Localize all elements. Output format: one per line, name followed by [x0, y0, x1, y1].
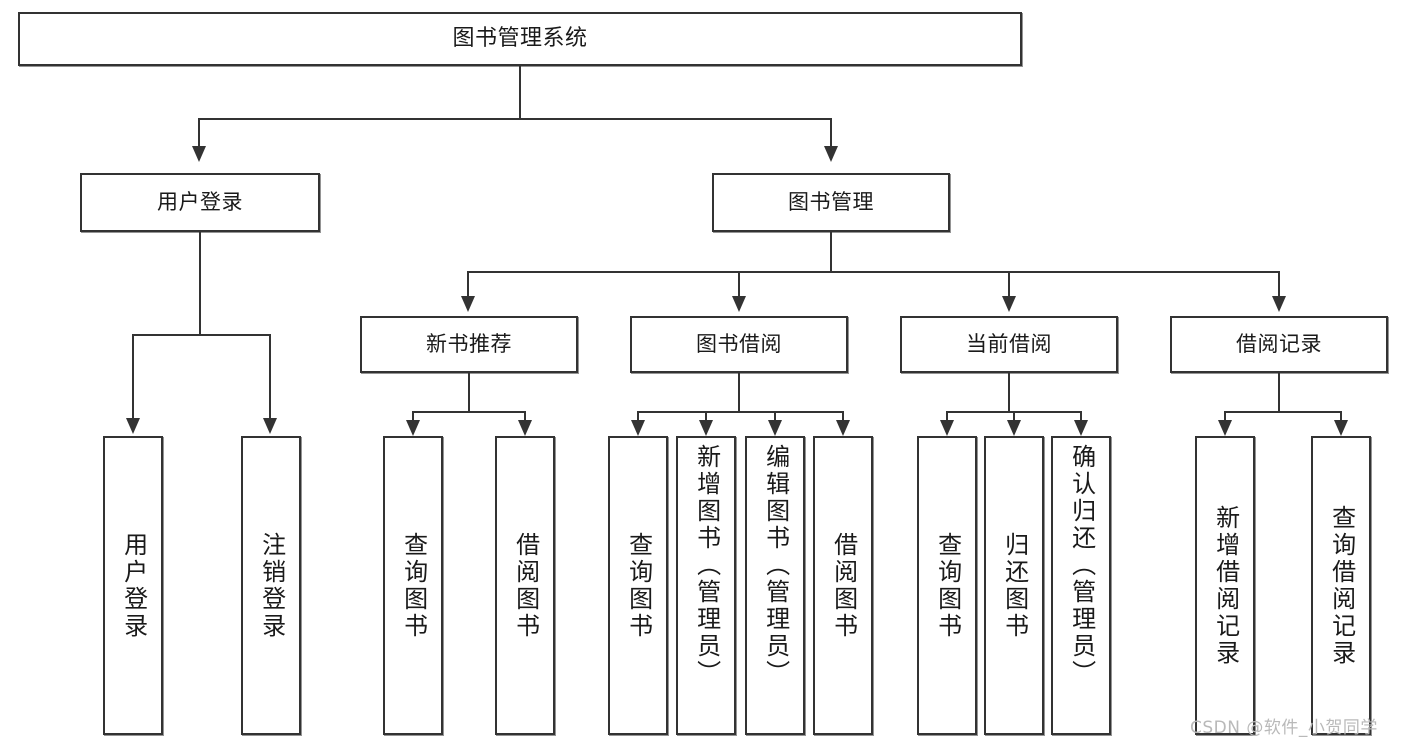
node-label: 借阅记录 — [1236, 332, 1322, 357]
connector-user-login-stem — [199, 232, 201, 335]
arrowhead-new-book-child-1 — [406, 420, 420, 436]
leaf-current-borrow-return-book[interactable]: 归还图书 — [984, 436, 1044, 735]
leaf-new-book-borrow-book[interactable]: 借阅图书 — [495, 436, 555, 735]
connector-level3-bar — [467, 271, 1280, 273]
leaf-book-borrow-borrow-book[interactable]: 借阅图书 — [813, 436, 873, 735]
leaf-user-login-login[interactable]: 用户登录 — [103, 436, 163, 735]
arrowhead-to-current-borrow — [1002, 296, 1016, 312]
node-label: 新书推荐 — [426, 332, 512, 357]
leaf-label: 确认归还（管理员） — [1067, 444, 1096, 687]
connector-user-login-bar — [132, 334, 269, 336]
leaf-label: 注销登录 — [257, 531, 286, 640]
leaf-label: 查询图书 — [624, 531, 653, 640]
connector-new-book-stem — [468, 373, 470, 412]
node-root-system[interactable]: 图书管理系统 — [18, 12, 1022, 66]
node-label: 图书管理 — [788, 190, 874, 215]
connector-borrow-record-child-2 — [1340, 411, 1342, 423]
arrowhead-current-borrow-child-1 — [940, 420, 954, 436]
leaf-book-borrow-edit-book[interactable]: 编辑图书（管理员） — [745, 436, 805, 735]
leaf-label: 查询图书 — [399, 531, 428, 640]
leaf-new-book-query-book[interactable]: 查询图书 — [383, 436, 443, 735]
leaf-label: 查询图书 — [933, 531, 962, 640]
connector-book-borrow-child-2 — [705, 411, 707, 423]
arrowhead-book-borrow-child-2 — [699, 420, 713, 436]
arrowhead-to-borrow-record — [1272, 296, 1286, 312]
connector-to-user-login — [198, 118, 200, 148]
leaf-user-login-logout[interactable]: 注销登录 — [241, 436, 301, 735]
arrowhead-borrow-record-child-1 — [1218, 420, 1232, 436]
connector-user-login-child-2 — [269, 334, 271, 420]
node-label: 当前借阅 — [966, 332, 1052, 357]
connector-current-borrow-child-3 — [1080, 411, 1082, 423]
connector-borrow-record-stem — [1278, 373, 1280, 412]
connector-borrow-record-bar — [1224, 411, 1342, 413]
connector-book-borrow-child-3 — [774, 411, 776, 423]
connector-to-book-borrow — [738, 271, 740, 298]
node-new-book-recommend[interactable]: 新书推荐 — [360, 316, 578, 373]
node-book-management[interactable]: 图书管理 — [712, 173, 950, 232]
connector-to-new-book — [467, 271, 469, 298]
connector-to-current-borrow — [1008, 271, 1010, 298]
connector-to-book-manage — [830, 118, 832, 148]
leaf-label: 归还图书 — [1000, 531, 1029, 640]
leaf-book-borrow-query-book[interactable]: 查询图书 — [608, 436, 668, 735]
node-label: 图书借阅 — [696, 332, 782, 357]
connector-current-borrow-child-1 — [946, 411, 948, 423]
connector-book-borrow-bar — [637, 411, 844, 413]
arrowhead-user-login-child-1 — [126, 418, 140, 434]
leaf-label: 借阅图书 — [511, 531, 540, 640]
leaf-current-borrow-confirm-return[interactable]: 确认归还（管理员） — [1051, 436, 1111, 735]
node-borrow-record[interactable]: 借阅记录 — [1170, 316, 1388, 373]
connector-new-book-child-2 — [524, 411, 526, 423]
connector-book-borrow-child-4 — [842, 411, 844, 423]
leaf-label: 新增借阅记录 — [1211, 504, 1240, 667]
connector-book-borrow-child-1 — [637, 411, 639, 423]
arrowhead-to-user-login — [192, 146, 206, 162]
arrowhead-book-borrow-child-1 — [631, 420, 645, 436]
leaf-label: 查询借阅记录 — [1327, 504, 1356, 667]
node-label: 图书管理系统 — [452, 26, 588, 52]
connector-new-book-child-1 — [412, 411, 414, 423]
leaf-label: 编辑图书（管理员） — [761, 444, 790, 687]
leaf-label: 借阅图书 — [829, 531, 858, 640]
leaf-label: 用户登录 — [119, 531, 148, 640]
connector-book-borrow-stem — [738, 373, 740, 412]
connector-borrow-record-child-1 — [1224, 411, 1226, 423]
connector-level2-bar — [198, 118, 832, 120]
connector-current-borrow-child-2 — [1013, 411, 1015, 423]
leaf-borrow-record-add-record[interactable]: 新增借阅记录 — [1195, 436, 1255, 735]
arrowhead-book-borrow-child-3 — [768, 420, 782, 436]
connector-user-login-child-1 — [132, 334, 134, 420]
connector-book-manage-stem — [830, 232, 832, 272]
arrowhead-user-login-child-2 — [263, 418, 277, 434]
node-user-login[interactable]: 用户登录 — [80, 173, 320, 232]
arrowhead-borrow-record-child-2 — [1334, 420, 1348, 436]
node-current-borrow[interactable]: 当前借阅 — [900, 316, 1118, 373]
connector-root-stem — [519, 66, 521, 118]
arrowhead-current-borrow-child-2 — [1007, 420, 1021, 436]
connector-current-borrow-stem — [1008, 373, 1010, 412]
leaf-label: 新增图书（管理员） — [692, 444, 721, 687]
connector-to-borrow-record — [1278, 271, 1280, 298]
leaf-current-borrow-query-book[interactable]: 查询图书 — [917, 436, 977, 735]
leaf-borrow-record-query-record[interactable]: 查询借阅记录 — [1311, 436, 1371, 735]
connector-new-book-bar — [412, 411, 526, 413]
arrowhead-new-book-child-2 — [518, 420, 532, 436]
node-label: 用户登录 — [157, 190, 243, 215]
node-book-borrow[interactable]: 图书借阅 — [630, 316, 848, 373]
arrowhead-to-book-manage — [824, 146, 838, 162]
leaf-book-borrow-add-book[interactable]: 新增图书（管理员） — [676, 436, 736, 735]
arrowhead-to-new-book — [461, 296, 475, 312]
arrowhead-to-book-borrow — [732, 296, 746, 312]
arrowhead-book-borrow-child-4 — [836, 420, 850, 436]
arrowhead-current-borrow-child-3 — [1074, 420, 1088, 436]
